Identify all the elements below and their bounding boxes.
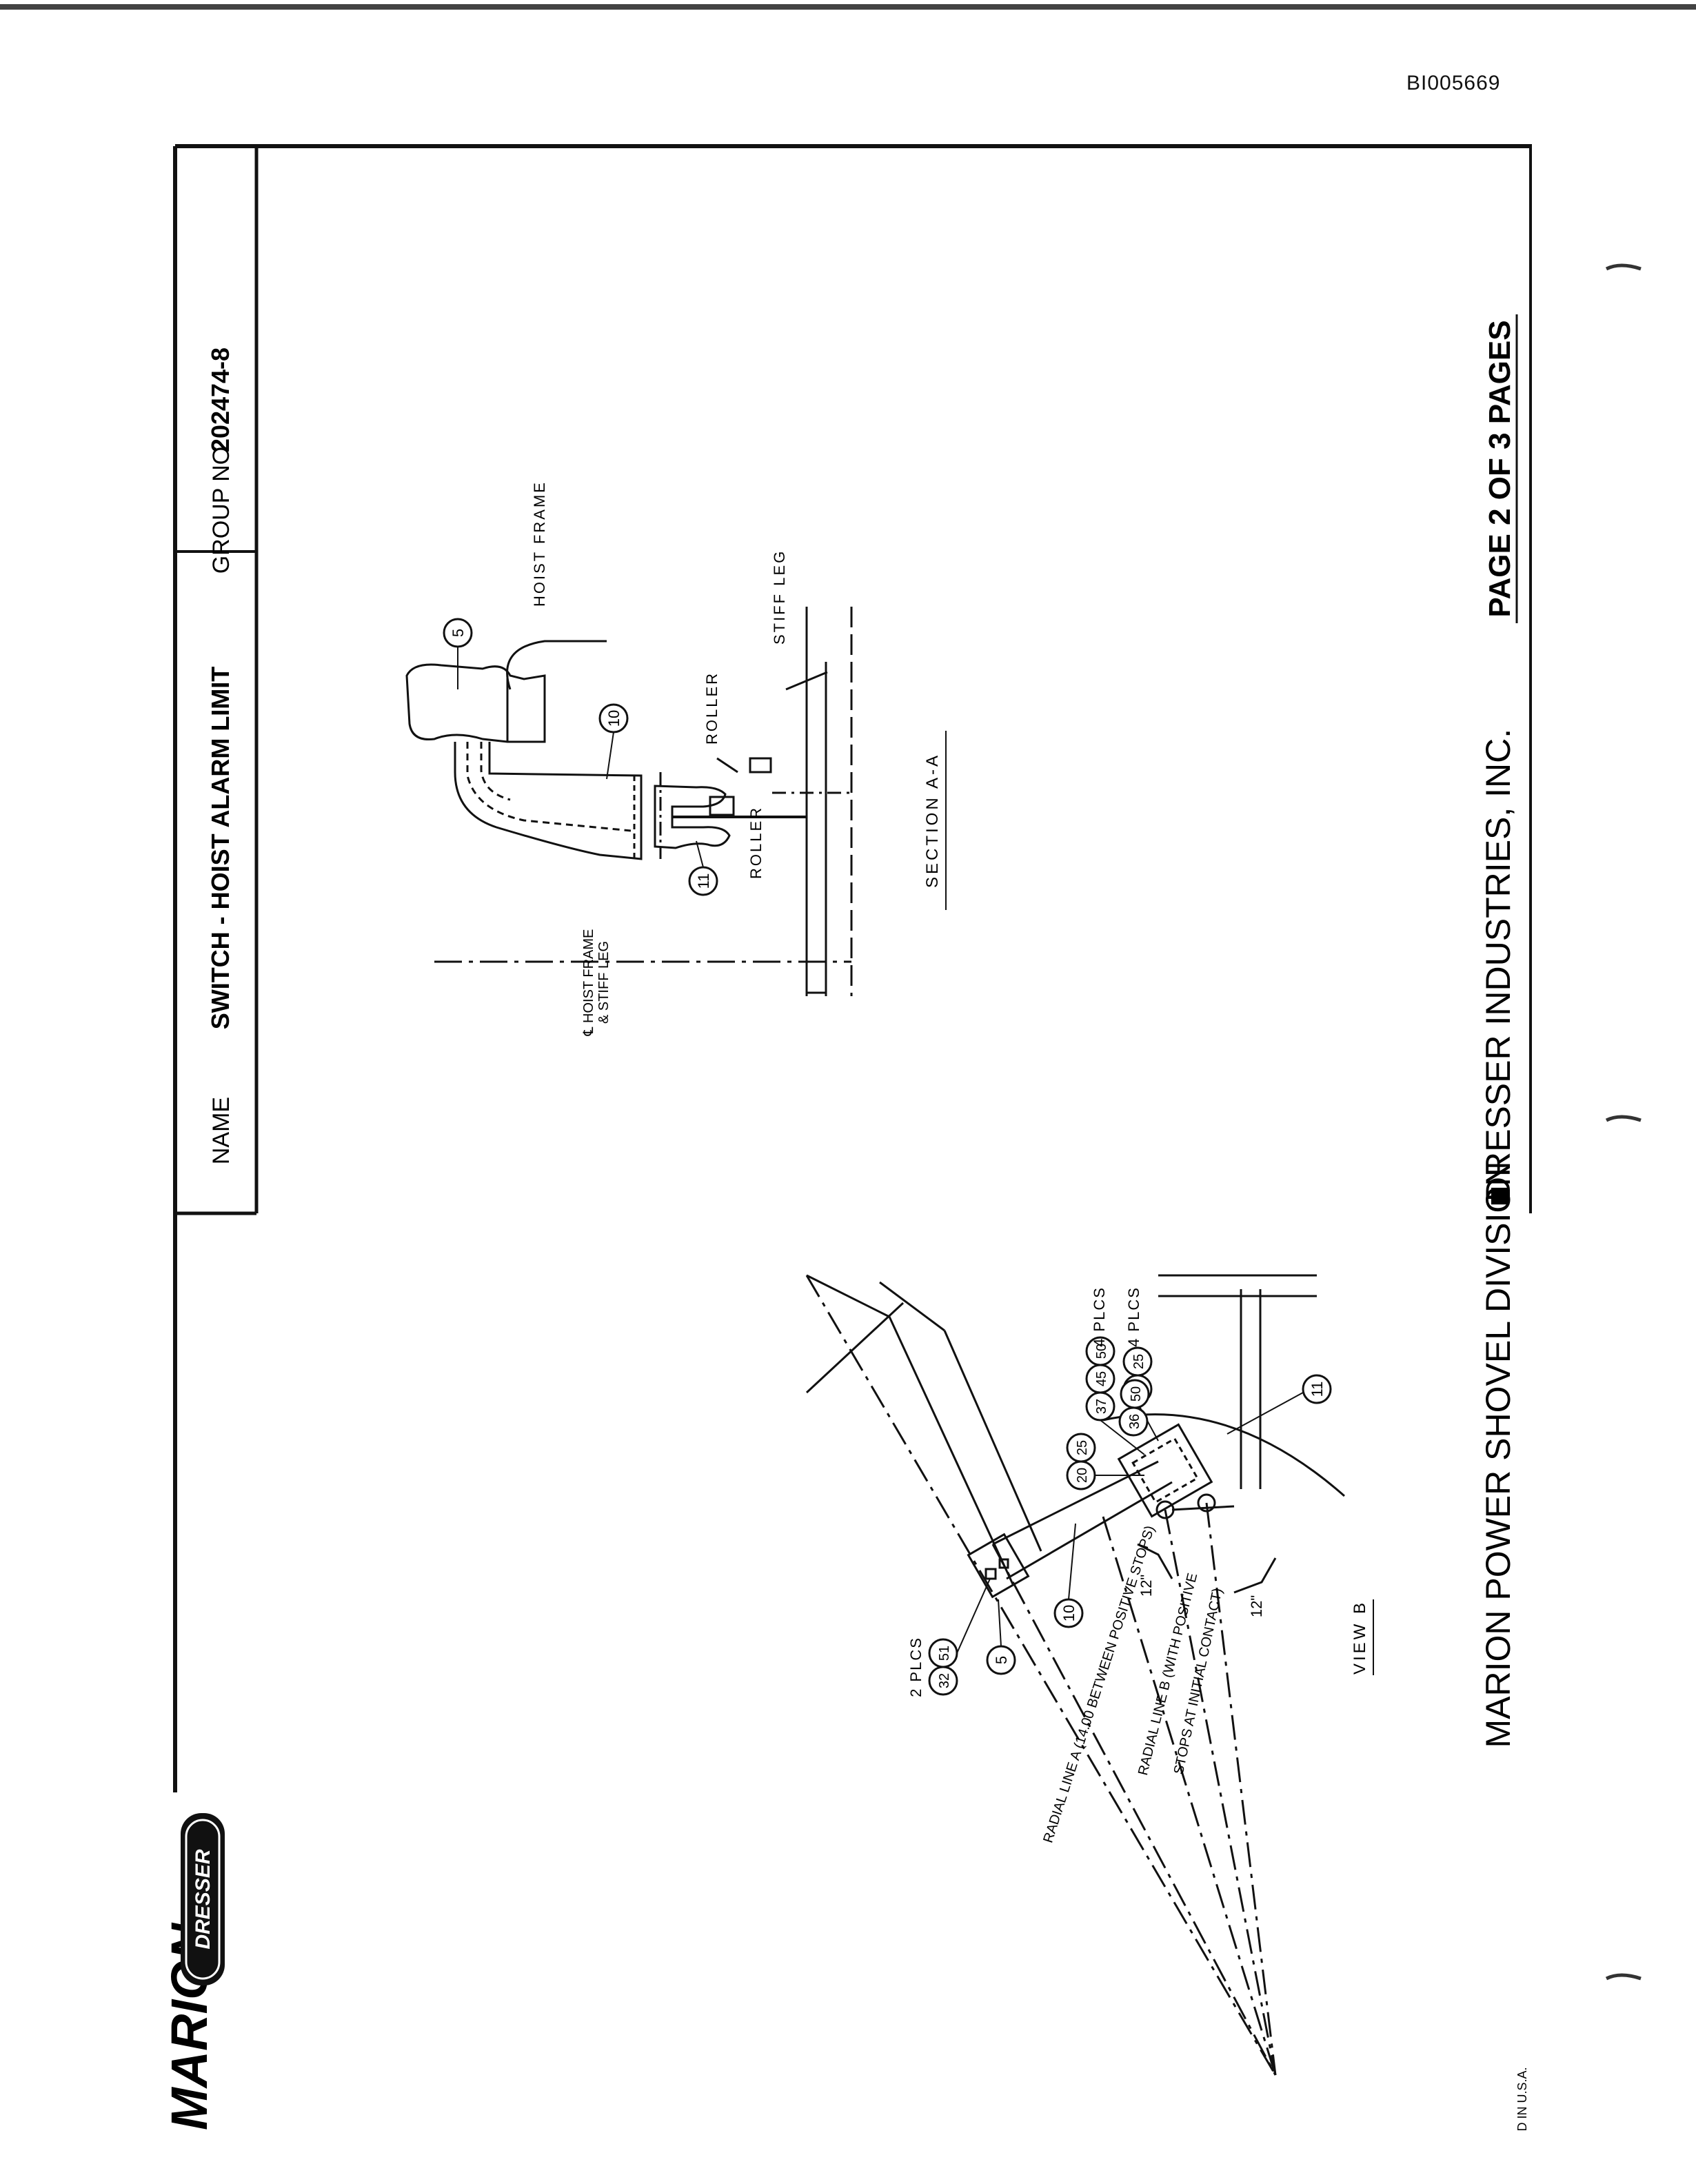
group-label: GROUP NO <box>208 447 234 574</box>
clamp-bolt-2 <box>998 1558 1009 1569</box>
footer-separator: ■ <box>1479 1186 1517 1206</box>
binder-mark-3 <box>1605 1973 1642 1981</box>
roller-bottom <box>749 757 772 774</box>
dim-12-a: 12" <box>1138 1575 1155 1597</box>
label-roller-bottom: ROLLER <box>747 806 765 879</box>
leg-member-2 <box>879 1281 945 1332</box>
svg-text:11: 11 <box>1309 1382 1326 1397</box>
balloon-20-25-lower: 20 25 <box>1066 1433 1144 1490</box>
bracket-hidden-line-2 <box>480 742 511 801</box>
switch-body <box>654 785 731 849</box>
view-b-caption: VIEW B <box>1351 1600 1369 1675</box>
footer-company: MARION POWER SHOVEL DIVISION <box>1479 1161 1517 1748</box>
label-centerline-2: & STIFF LEG <box>596 941 612 1024</box>
svg-text:10: 10 <box>605 710 623 727</box>
bracket-outline <box>454 742 643 860</box>
radial-line-d <box>991 1544 1277 2076</box>
svg-text:25: 25 <box>1131 1354 1147 1369</box>
dim-12-tick-a <box>1137 1543 1173 1579</box>
svg-text:20: 20 <box>1075 1468 1090 1483</box>
balloon-11-view: 11 <box>1226 1374 1332 1435</box>
footer-parent: DRESSER INDUSTRIES, INC. <box>1479 729 1517 1202</box>
svg-text:5: 5 <box>450 629 467 637</box>
switch-lever <box>1171 1505 1235 1511</box>
svg-text:50: 50 <box>1129 1386 1144 1402</box>
svg-text:11: 11 <box>695 873 712 889</box>
document-id: BI005669 <box>1406 72 1501 94</box>
balloon-10-view: 10 <box>1053 1523 1084 1628</box>
scan-edge <box>0 4 1696 10</box>
svg-text:37: 37 <box>1094 1399 1109 1414</box>
leg-member-4 <box>888 1316 1015 1586</box>
name-label: NAME <box>208 1097 234 1164</box>
stiff-leg-leader <box>785 671 828 691</box>
radial-line-c <box>805 1275 1277 2076</box>
radial-line-e <box>1102 1516 1277 2076</box>
label-stiff-leg: STIFF LEG <box>771 549 788 645</box>
radial-note-1: RADIAL LINE A (14.00 BETWEEN POSITIVE ST… <box>1040 1524 1158 1845</box>
svg-text:36: 36 <box>1127 1414 1142 1429</box>
balloon-11-section: 11 <box>688 840 718 896</box>
binder-mark-1 <box>1605 263 1642 271</box>
svg-text:25: 25 <box>1075 1440 1090 1455</box>
balloon-5-section: 5 <box>443 618 473 689</box>
dim-12-tick-b <box>1233 1557 1277 1594</box>
title-block <box>175 146 259 1215</box>
bracket-hidden-line <box>466 742 632 832</box>
balloon-32-51: 32 51 <box>928 1578 991 1696</box>
balloon-10-section: 10 <box>598 703 629 780</box>
clamp-block <box>967 1533 1030 1599</box>
switch-plate <box>1117 1423 1213 1518</box>
label-roller-top: ROLLER <box>703 671 720 745</box>
svg-text:10: 10 <box>1060 1605 1078 1621</box>
hoist-frame-leader <box>506 640 607 690</box>
marion-dresser-logo: MARION DRESSER <box>161 1813 225 2130</box>
leg-member-5 <box>943 1330 1042 1552</box>
binder-mark-2 <box>1605 1115 1642 1122</box>
drawing-border <box>173 144 1532 1792</box>
part-name: SWITCH - HOIST ALARM LIMIT <box>206 667 234 1030</box>
note-2-plcs: 2 PLCS <box>907 1637 925 1697</box>
leg-member-3 <box>805 1302 905 1394</box>
balloon-37-45-50: 37 45 50 <box>1085 1336 1145 1455</box>
label-hoist-frame: HOIST FRAME <box>531 481 548 607</box>
section-a-caption: SECTION A-A <box>923 753 942 888</box>
svg-text:45: 45 <box>1094 1371 1109 1386</box>
svg-text:51: 51 <box>937 1646 952 1661</box>
group-number: 202474-8 <box>206 347 234 452</box>
leg-member-1 <box>806 1274 890 1318</box>
balloon-36-50: 36 <box>1118 1406 1149 1437</box>
roller-top <box>709 796 735 816</box>
section-a-a <box>405 607 853 996</box>
hoist-frame-outline <box>405 663 546 743</box>
svg-text:50: 50 <box>1094 1344 1109 1359</box>
arm-edge-2 <box>1006 1481 1173 1580</box>
clamp-bolt-1 <box>985 1568 997 1580</box>
balloon-36-50-row: 50 <box>1120 1379 1150 1409</box>
label-centerline-1: ℄ HOIST FRAME <box>581 929 596 1037</box>
svg-text:32: 32 <box>937 1673 952 1688</box>
view-b <box>805 1274 1345 2076</box>
balloon-5-view: 5 <box>986 1599 1016 1675</box>
switch-bolts <box>1131 1437 1199 1504</box>
note-4-plcs-top: 4 PLCS <box>1091 1286 1108 1347</box>
svg-text:5: 5 <box>993 1656 1010 1664</box>
logo-badge: DRESSER <box>192 1849 214 1949</box>
footer-page: PAGE 2 OF 3 PAGES <box>1483 320 1517 617</box>
note-4-plcs-mid: 4 PLCS <box>1125 1286 1142 1347</box>
roller-leader <box>716 757 738 774</box>
radial-line-b <box>1205 1502 1277 2076</box>
printed-note: D IN U.S.A. <box>1515 2067 1529 2131</box>
radial-line-a <box>1164 1509 1277 2076</box>
dim-12-b: 12" <box>1248 1595 1265 1617</box>
